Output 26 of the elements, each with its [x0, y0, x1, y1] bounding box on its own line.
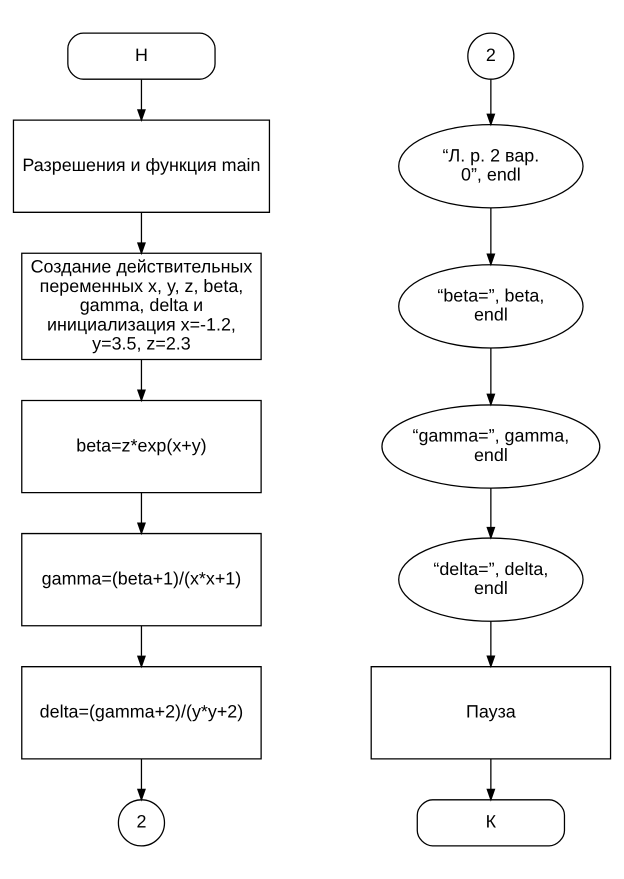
- node-ellipse: “delta=”, delta, endl: [398, 537, 584, 622]
- arrow: [486, 759, 496, 802]
- node-circle: 2: [118, 799, 166, 847]
- node-box: Создание действительных переменных x, y, z, beta, gamma, delta и инициализация x=-1.2, y=3.5, z=2.3: [21, 252, 262, 360]
- node-box: Пауза: [370, 666, 612, 760]
- node-box: delta=(gamma+2)/(y*y+2): [21, 666, 262, 760]
- node-box: beta=z*exp(x+y): [21, 400, 262, 494]
- arrow: [136, 759, 146, 802]
- arrow: [486, 80, 496, 126]
- arrow: [136, 80, 146, 122]
- node-circle: 2: [467, 32, 515, 80]
- arrow: [136, 626, 146, 668]
- arrow: [486, 208, 496, 266]
- node-ellipse: “beta=”, beta, endl: [398, 264, 584, 349]
- node-box: К: [416, 799, 566, 847]
- arrow: [136, 212, 146, 256]
- node-box: Разрешения и функция main: [12, 120, 270, 213]
- node-box: gamma=(beta+1)/(x*x+1): [21, 532, 262, 626]
- node-ellipse: “Л. р. 2 вар. 0”, endl: [398, 124, 584, 208]
- arrow: [136, 360, 146, 402]
- arrow: [136, 492, 146, 536]
- arrow: [486, 488, 496, 540]
- arrow: [486, 622, 496, 668]
- node-ellipse: “gamma=”, gamma, endl: [381, 404, 600, 489]
- arrow: [486, 348, 496, 406]
- node-box: Н: [67, 32, 216, 80]
